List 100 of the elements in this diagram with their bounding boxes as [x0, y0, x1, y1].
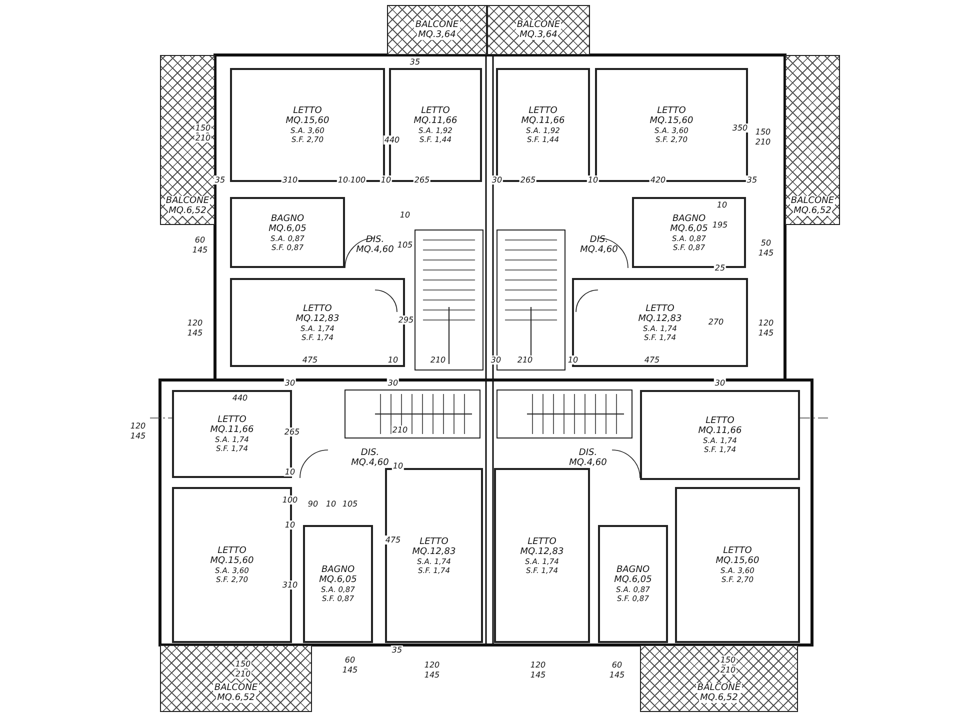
dimension-label: 10: [284, 468, 296, 476]
dimension-label: 10: [716, 200, 728, 210]
balcony-area: [160, 645, 312, 712]
room-area-label: MQ.15,60: [209, 556, 255, 566]
room-area-label: MQ.3,64: [518, 30, 558, 40]
room-area-label: MQ.11,66: [520, 116, 566, 126]
room-outline: [230, 197, 345, 268]
room-name: BALCONE: [414, 20, 460, 30]
balcony-area: [387, 5, 487, 55]
dimension-label: 210: [194, 134, 212, 142]
room-area-label: MQ.15,60: [284, 116, 330, 126]
room-area-label: MQ.12,83: [294, 314, 340, 324]
dimension-label: 195: [711, 220, 729, 230]
room-name: LETTO: [526, 536, 558, 546]
dimension-label: 105: [396, 240, 414, 250]
room-outline: [640, 390, 800, 480]
dimension-label: 90: [306, 500, 320, 508]
dimension-label: 270: [707, 318, 725, 326]
dimension-label: 105: [341, 500, 359, 508]
dimension-label: 210: [754, 138, 772, 146]
dimension-label: 10: [324, 500, 338, 508]
dimension-label: 100: [281, 496, 299, 504]
dimension-label: 145: [129, 432, 147, 440]
dimension-label: 60: [194, 236, 206, 244]
room-name: DIS.: [360, 448, 380, 458]
dimension-label: 440: [383, 136, 401, 144]
dimension-label: 475: [643, 356, 661, 364]
room-name: BALCONE: [790, 196, 836, 206]
room-area-label: MQ.4,60: [579, 245, 619, 255]
room-area-label: MQ.4,60: [568, 458, 608, 468]
dimension-label: 100: [349, 176, 367, 184]
room-outline: [303, 525, 373, 643]
dimension-label: 210: [391, 426, 409, 434]
room-area-label: MQ.15,60: [648, 116, 694, 126]
room-area-label: MQ.11,66: [697, 426, 743, 436]
room-area-label: MQ.6,05: [613, 575, 653, 585]
room-area-label: MQ.15,60: [714, 556, 760, 566]
room-name: BAGNO: [671, 214, 707, 224]
dimension-label: 420: [649, 176, 667, 184]
dimension-label: 120: [423, 660, 441, 670]
dimension-label: 265: [413, 176, 431, 184]
dimension-label: 440: [231, 394, 249, 402]
balcony-area: [785, 55, 840, 225]
dimension-label: 120: [757, 318, 775, 328]
dimension-label: 265: [519, 176, 537, 184]
room-area-label: MQ.6,05: [268, 224, 308, 234]
dimension-label: 210: [719, 666, 737, 674]
dimension-label: 35: [408, 58, 422, 66]
dimension-label: 475: [384, 536, 402, 544]
dimension-label: 145: [529, 670, 547, 680]
room-area-label: MQ.6,05: [669, 224, 709, 234]
dimension-label: 60: [610, 660, 624, 670]
dimension-label: 60: [344, 656, 356, 664]
room-name: BAGNO: [320, 565, 356, 575]
room-name: LETTO: [216, 415, 248, 425]
dimension-label: 145: [608, 670, 626, 680]
room-outline: [675, 487, 800, 643]
room-area-label: MQ.12,83: [637, 314, 683, 324]
room-outline: [385, 468, 483, 643]
room-name: BAGNO: [615, 565, 651, 575]
room-name: LETTO: [528, 106, 558, 116]
room-name: BAGNO: [270, 214, 306, 224]
dimension-label: 145: [191, 246, 209, 254]
dimension-label: 120: [129, 422, 147, 430]
balcony-area: [487, 5, 590, 55]
room-name: BALCONE: [164, 196, 210, 206]
dimension-label: 210: [429, 356, 447, 364]
dimension-label: 150: [234, 660, 252, 668]
dimension-label: 10: [398, 210, 412, 220]
room-name: BALCONE: [516, 20, 562, 30]
dimension-label: 30: [284, 378, 296, 388]
room-name: BALCONE: [696, 683, 742, 693]
dimension-label: 210: [516, 356, 534, 364]
dimension-label: 35: [214, 176, 226, 184]
dimension-label: 150: [194, 124, 212, 132]
room-outline: [598, 525, 668, 643]
dimension-label: 25: [714, 264, 726, 272]
room-area-label: MQ.12,83: [411, 546, 457, 556]
dimension-label: 50: [760, 238, 772, 248]
room-area-label: MQ.6,52: [699, 693, 739, 703]
room-name: LETTO: [216, 546, 248, 556]
room-name: LETTO: [644, 304, 676, 314]
dimension-label: 475: [301, 356, 319, 364]
room-area-label: MQ.4,60: [355, 245, 395, 255]
dimension-label: 210: [234, 670, 252, 678]
room-area-label: MQ.3,64: [417, 30, 457, 40]
room-area-label: MQ.6,05: [318, 575, 358, 585]
room-name: LETTO: [722, 546, 753, 556]
room-area-label: MQ.6,52: [216, 693, 256, 703]
dimension-label: 145: [186, 328, 204, 338]
room-name: LETTO: [420, 106, 451, 116]
room-name: LETTO: [292, 106, 323, 116]
dimension-label: 30: [490, 356, 502, 364]
dimension-label: 10: [386, 356, 400, 364]
room-area-label: MQ.12,83: [519, 546, 565, 556]
dimension-label: 150: [754, 128, 772, 136]
dimension-label: 10: [586, 176, 600, 184]
room-outline: [494, 468, 590, 643]
dimension-label: 310: [281, 580, 299, 590]
dimension-label: 10: [380, 176, 392, 184]
